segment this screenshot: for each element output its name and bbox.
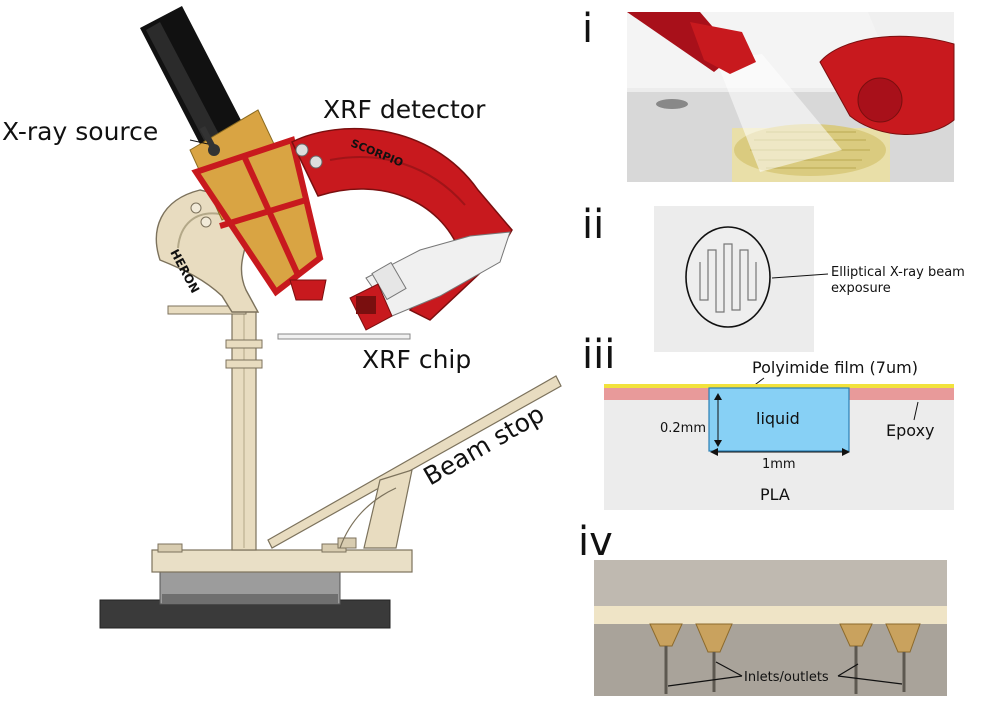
beam-exposure-ellipse [685,226,771,328]
polyimide-film [604,384,954,388]
label-depth: 0.2mm [660,421,706,436]
label-polyimide-film: Polyimide film (7um) [752,358,918,377]
xray-source-leader [189,139,209,145]
panel-i: i [582,6,955,182]
label-xrf-chip: XRF chip [362,345,471,374]
label-width: 1mm [762,457,796,472]
panel-ii-numeral: ii [582,202,604,248]
xray-source [140,6,327,301]
xrf-detector: SCORPIO [291,127,513,331]
beam-stop [267,375,562,549]
label-epoxy: Epoxy [886,421,935,440]
annotation-ellipse-line2: exposure [831,281,891,296]
panel-iv: iv Inlets/outlets [578,519,947,696]
panel-i-numeral: i [582,6,593,52]
panel-ii: ii Elliptical X-ray beam exposure [582,202,965,352]
panel-iii-numeral: iii [582,332,615,378]
base-assembly [99,537,413,629]
serpentine-channel [699,243,757,313]
label-pla: PLA [760,485,790,504]
liquid-channel [708,387,850,452]
annotation-ellipse-line1: Elliptical X-ray beam [831,265,965,280]
xrf-chip [277,333,411,340]
label-inlets-outlets: Inlets/outlets [744,670,829,685]
label-xray-source: X-ray source [2,117,158,146]
label-liquid: liquid [756,409,800,428]
panel-iv-numeral: iv [578,519,613,565]
instrument-drawing: HERON SCO [2,6,562,629]
label-xrf-detector: XRF detector [323,95,486,124]
panel-iii: iii Polyimide film (7um) liquid 0.2mm 1m… [582,332,954,510]
